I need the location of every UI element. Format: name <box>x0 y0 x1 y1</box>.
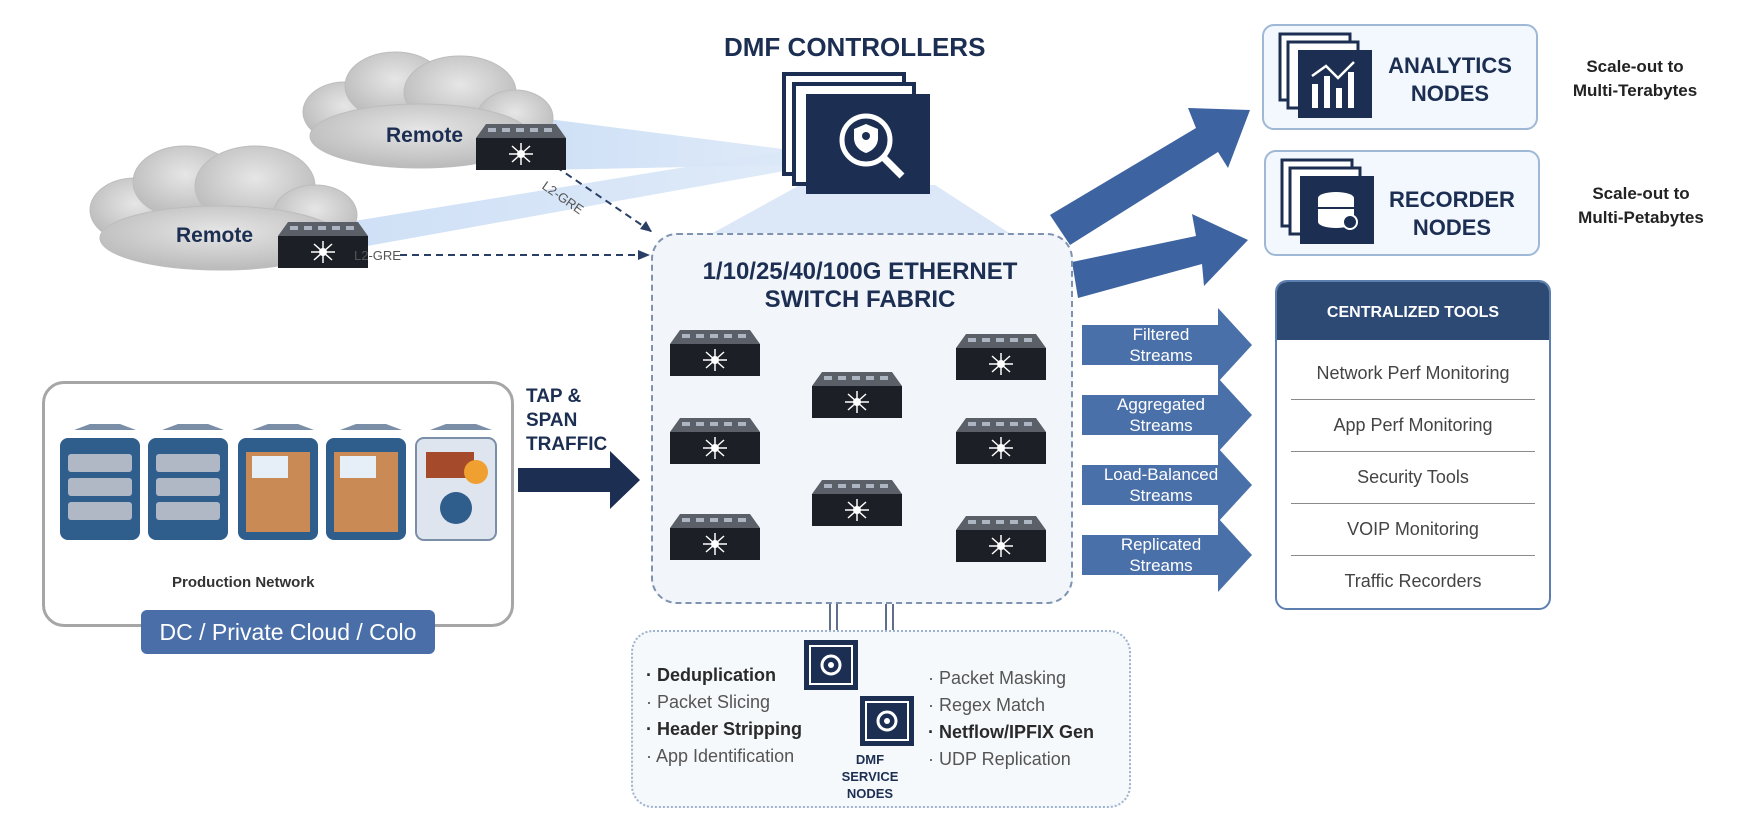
production-devices <box>60 424 497 541</box>
tool-security: Security Tools <box>1291 452 1535 504</box>
fabric-switch-l1 <box>669 329 761 377</box>
service-nodes-label-2: SERVICE <box>841 769 899 784</box>
centralized-tools-panel: CENTRALIZED TOOLS Network Perf Monitorin… <box>1275 280 1551 610</box>
svc-left-item-4: · App Identification <box>646 746 795 766</box>
tool-traffic-recorders: Traffic Recorders <box>1344 571 1482 591</box>
analytics-scale-1: Scale-out to <box>1586 57 1684 76</box>
remote-label-top: Remote <box>386 124 464 147</box>
controller-icon <box>782 72 930 194</box>
controllers-title: DMF CONTROLLERS <box>724 32 986 62</box>
centralized-tools-title: CENTRALIZED TOOLS <box>1277 282 1549 340</box>
cloud-top <box>302 51 554 169</box>
fabric-switch-l3 <box>669 513 761 561</box>
beam-remote-bottom <box>330 150 790 250</box>
svc-left-item-2: · Packet Slicing <box>646 692 771 712</box>
service-node-icons <box>804 640 914 746</box>
fabric-title-line1: 1/10/25/40/100G ETHERNET <box>702 258 1018 285</box>
fabric-title-line2: SWITCH FABRIC <box>764 286 956 313</box>
remote-switch-top <box>475 123 567 171</box>
svc-right-item-2: · Regex Match <box>928 695 1046 715</box>
fabric-switch-r1 <box>955 333 1047 381</box>
tool-voip: VOIP Monitoring <box>1291 504 1535 556</box>
tap-label-line2: SPAN <box>526 410 578 431</box>
tap-label-line1: TAP & <box>526 386 582 407</box>
recorder-label-1: RECORDER <box>1389 187 1515 212</box>
recorder-scale-1: Scale-out to <box>1592 184 1690 203</box>
recorder-scale-2: Multi-Petabytes <box>1578 208 1704 227</box>
arrow-to-analytics <box>1050 108 1250 245</box>
fabric-switch-r3 <box>955 515 1047 563</box>
service-nodes-label-1: DMF <box>855 752 885 767</box>
remote-label-bottom: Remote <box>176 224 254 247</box>
gre-line-top <box>545 159 653 233</box>
fabric-switch-l2 <box>669 417 761 465</box>
svc-left-item-3: · Header Stripping <box>646 719 803 739</box>
fabric-switch-c2 <box>811 479 903 527</box>
svc-right-item-1: · Packet Masking <box>928 668 1067 688</box>
production-network-label: Production Network <box>172 574 315 591</box>
analytics-label-2: NODES <box>1410 81 1490 106</box>
beam-controller <box>700 185 1020 240</box>
arrow-to-recorder <box>1072 214 1248 298</box>
recorder-icon <box>1280 158 1374 244</box>
dc-private-cloud-colo-bar: DC / Private Cloud / Colo <box>141 610 435 654</box>
analytics-icon <box>1278 32 1372 118</box>
stream-arrows <box>1082 308 1252 592</box>
service-nodes-label-3: NODES <box>846 786 894 801</box>
svc-left-item-1: · Deduplication <box>646 665 777 685</box>
svc-right-item-3: · Netflow/IPFIX Gen <box>928 722 1095 742</box>
analytics-label-1: ANALYTICS <box>1388 53 1512 78</box>
recorder-label-2: NODES <box>1412 215 1492 240</box>
tap-label-line3: TRAFFIC <box>526 434 608 455</box>
beam-remote-top <box>540 118 790 170</box>
svc-right-item-4: · UDP Replication <box>928 749 1071 769</box>
tool-network-perf: Network Perf Monitoring <box>1291 348 1535 400</box>
tool-app-perf: App Perf Monitoring <box>1291 400 1535 452</box>
fabric-switch-c1 <box>811 371 903 419</box>
tunnel-label-bottom: L2-GRE <box>354 248 401 263</box>
fabric-switch-r2 <box>955 417 1047 465</box>
analytics-scale-2: Multi-Terabytes <box>1572 81 1698 100</box>
tap-arrow <box>518 451 640 509</box>
